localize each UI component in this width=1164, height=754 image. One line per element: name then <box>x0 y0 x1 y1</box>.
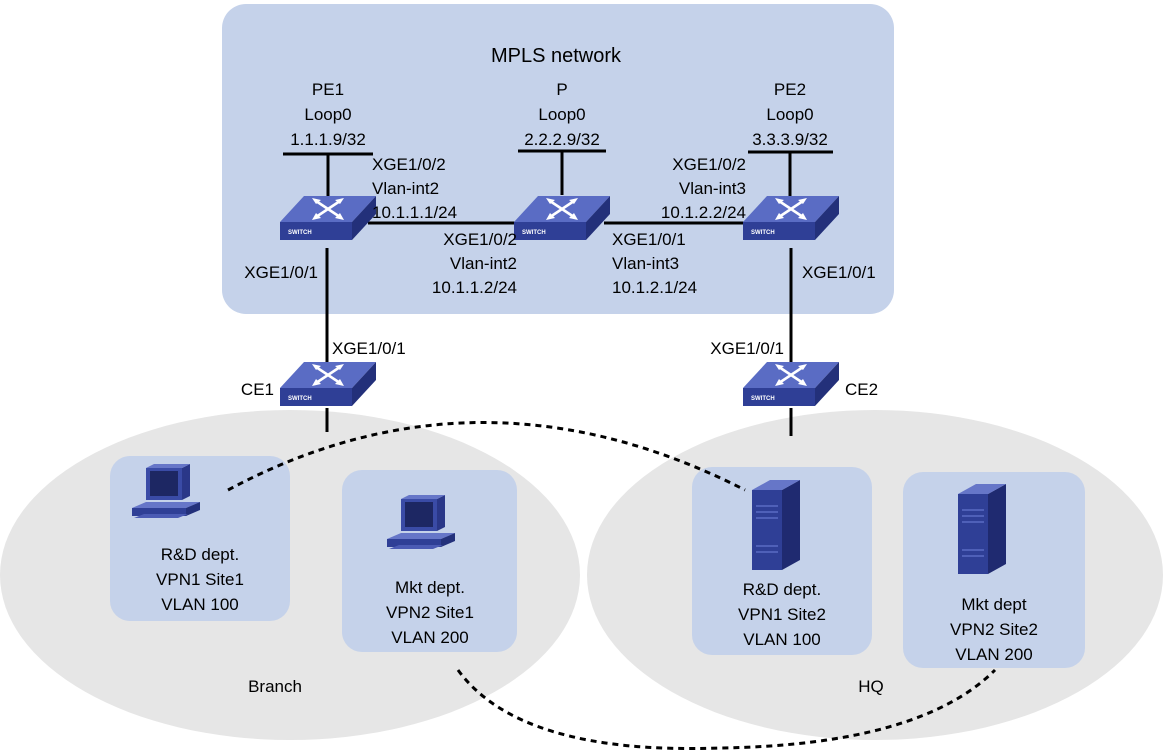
pe1-up-vlan: Vlan-int2 <box>372 179 439 198</box>
p-left-ip: 10.1.1.2/24 <box>432 278 517 297</box>
p-switch-icon: SWITCH <box>514 194 610 242</box>
vpn1-dashed-path <box>227 421 746 492</box>
mpls-network-area <box>222 4 894 314</box>
pe2-loop-label: Loop0 <box>766 105 813 124</box>
branch-rd-vlan: VLAN 100 <box>161 595 239 614</box>
svg-text:SWITCH: SWITCH <box>751 396 775 402</box>
branch-mkt-site-box <box>342 470 517 652</box>
p-loop-ip: 2.2.2.9/32 <box>524 130 600 149</box>
branch-label: Branch <box>248 677 302 696</box>
p-name: P <box>556 80 567 99</box>
hq-mkt-dept: Mkt dept <box>961 595 1026 614</box>
pe1-loop-ip: 1.1.1.9/32 <box>290 130 366 149</box>
ce2-switch-icon: SWITCH <box>743 360 839 408</box>
p-right-port: XGE1/0/1 <box>612 230 686 249</box>
hq-mkt-vlan: VLAN 200 <box>955 645 1033 664</box>
pe1-down-port: XGE1/0/1 <box>244 263 318 282</box>
branch-mkt-dept: Mkt dept. <box>395 578 465 597</box>
hq-mkt-server-icon <box>957 483 1007 575</box>
ce1-up-port: XGE1/0/1 <box>332 339 406 358</box>
pe1-up-ip: 10.1.1.1/24 <box>372 203 457 222</box>
branch-mkt-vlan: VLAN 200 <box>391 628 469 647</box>
mpls-network-title: MPLS network <box>491 45 622 67</box>
p-loop-label: Loop0 <box>538 105 585 124</box>
hq-rd-server-icon <box>751 479 801 571</box>
pe2-down-port: XGE1/0/1 <box>802 263 876 282</box>
pe1-name: PE1 <box>312 80 344 99</box>
pe1-up-port: XGE1/0/2 <box>372 155 446 174</box>
pe2-loop-ip: 3.3.3.9/32 <box>752 130 828 149</box>
pe2-switch-icon: SWITCH <box>743 194 839 242</box>
svg-text:SWITCH: SWITCH <box>522 230 546 236</box>
pe2-name: PE2 <box>774 80 806 99</box>
hq-rd-vpn: VPN1 Site2 <box>738 605 826 624</box>
p-right-ip: 10.1.2.1/24 <box>612 278 697 297</box>
vpn2-dashed-path <box>456 668 997 750</box>
ce1-switch-icon: SWITCH <box>280 360 376 408</box>
pe2-up-vlan: Vlan-int3 <box>679 179 746 198</box>
ce2-name: CE2 <box>845 380 878 399</box>
hq-rd-dept: R&D dept. <box>743 580 821 599</box>
pe1-switch-icon: SWITCH <box>280 194 376 242</box>
branch-mkt-vpn: VPN2 Site1 <box>386 603 474 622</box>
svg-text:SWITCH: SWITCH <box>288 396 312 402</box>
svg-text:SWITCH: SWITCH <box>751 230 775 236</box>
hq-label: HQ <box>858 677 884 696</box>
pe1-loop-label: Loop0 <box>304 105 351 124</box>
pe2-up-ip: 10.1.2.2/24 <box>661 203 746 222</box>
ce2-up-port: XGE1/0/1 <box>710 339 784 358</box>
hq-rd-vlan: VLAN 100 <box>743 630 821 649</box>
branch-rd-dept: R&D dept. <box>161 545 239 564</box>
p-left-port: XGE1/0/2 <box>443 230 517 249</box>
p-right-vlan: Vlan-int3 <box>612 254 679 273</box>
pe2-up-port: XGE1/0/2 <box>672 155 746 174</box>
links <box>325 151 793 436</box>
branch-rd-vpn: VPN1 Site1 <box>156 570 244 589</box>
ce1-name: CE1 <box>241 380 274 399</box>
hq-mkt-vpn: VPN2 Site2 <box>950 620 1038 639</box>
p-left-vlan: Vlan-int2 <box>450 254 517 273</box>
svg-text:SWITCH: SWITCH <box>288 230 312 236</box>
